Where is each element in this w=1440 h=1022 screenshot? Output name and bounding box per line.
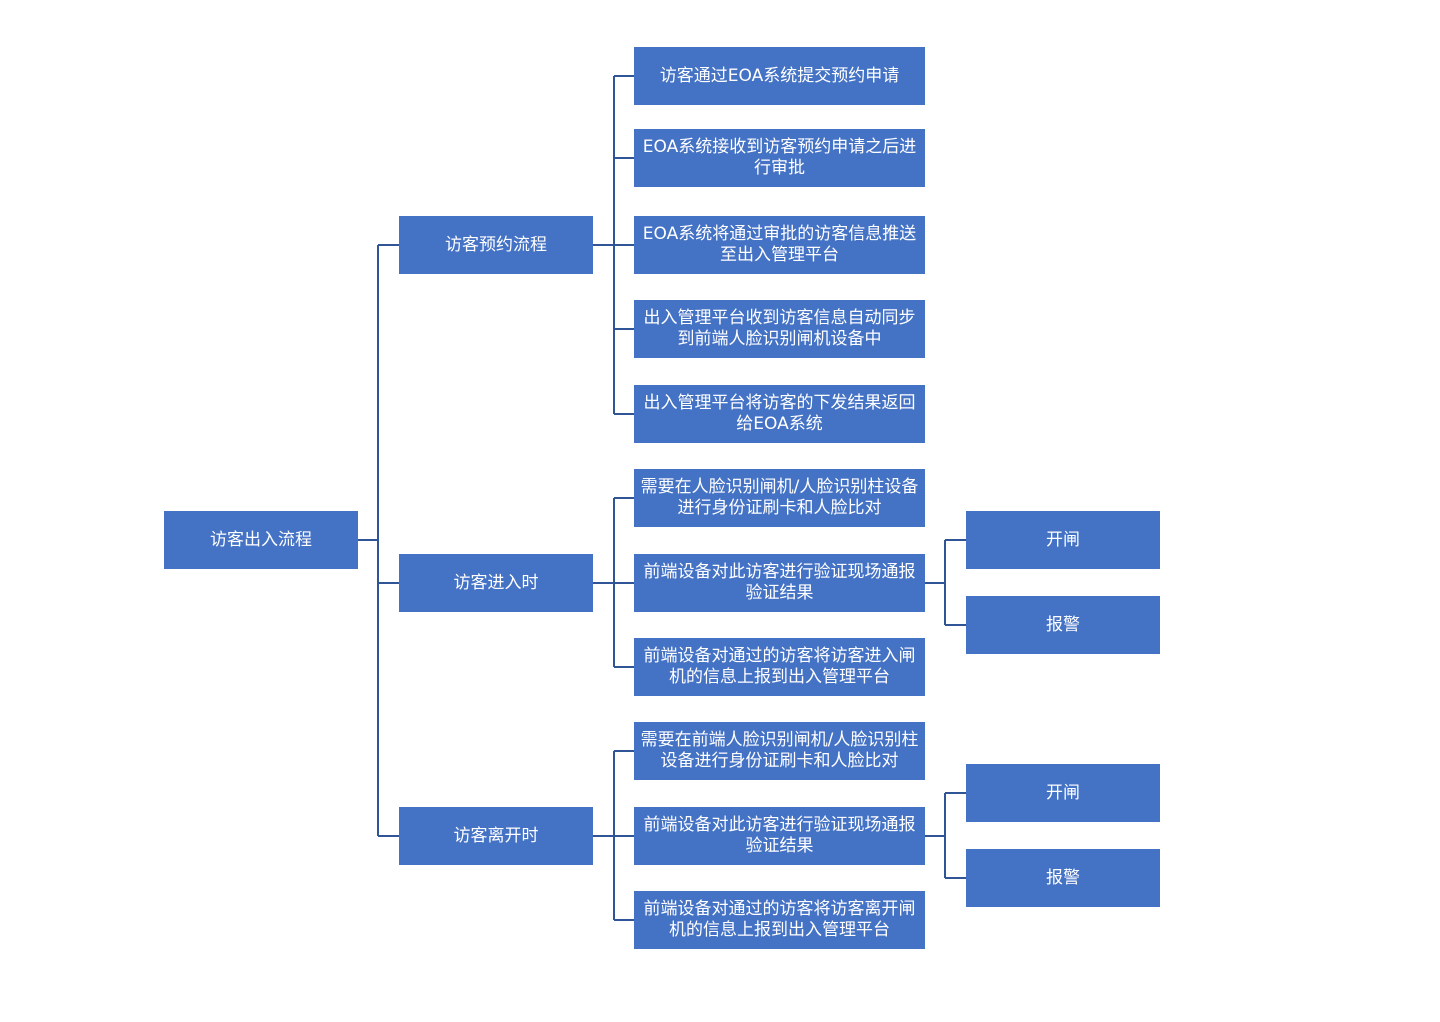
step-node: EOA系统将通过审批的访客信息推送至出入管理平台 [634, 216, 925, 274]
step-node: 前端设备对此访客进行验证现场通报验证结果 [634, 807, 925, 865]
step-node: 前端设备对通过的访客将访客离开闸机的信息上报到出入管理平台 [634, 891, 925, 949]
connector-bracket [593, 497, 634, 668]
connector-bracket [925, 539, 966, 626]
branch-node-exit: 访客离开时 [399, 807, 593, 865]
connector-bracket [925, 792, 966, 879]
branch-node-entry: 访客进入时 [399, 554, 593, 612]
outcome-node-alarm: 报警 [966, 596, 1160, 654]
root-node: 访客出入流程 [164, 511, 358, 569]
outcome-node-alarm: 报警 [966, 849, 1160, 907]
step-node: 需要在前端人脸识别闸机/人脸识别柱设备进行身份证刷卡和人脸比对 [634, 722, 925, 780]
step-node: 前端设备对通过的访客将访客进入闸机的信息上报到出入管理平台 [634, 638, 925, 696]
step-node: 前端设备对此访客进行验证现场通报验证结果 [634, 554, 925, 612]
branch-node-reservation: 访客预约流程 [399, 216, 593, 274]
step-node: 出入管理平台收到访客信息自动同步到前端人脸识别闸机设备中 [634, 300, 925, 358]
step-node: 需要在人脸识别闸机/人脸识别柱设备进行身份证刷卡和人脸比对 [634, 469, 925, 527]
outcome-node-open-gate: 开闸 [966, 764, 1160, 822]
step-node: EOA系统接收到访客预约申请之后进行审批 [634, 129, 925, 187]
outcome-node-open-gate: 开闸 [966, 511, 1160, 569]
step-node: 出入管理平台将访客的下发结果返回给EOA系统 [634, 385, 925, 443]
connector-bracket [593, 750, 634, 921]
connector-bracket [358, 244, 399, 837]
connector-bracket [593, 75, 634, 415]
step-node: 访客通过EOA系统提交预约申请 [634, 47, 925, 105]
